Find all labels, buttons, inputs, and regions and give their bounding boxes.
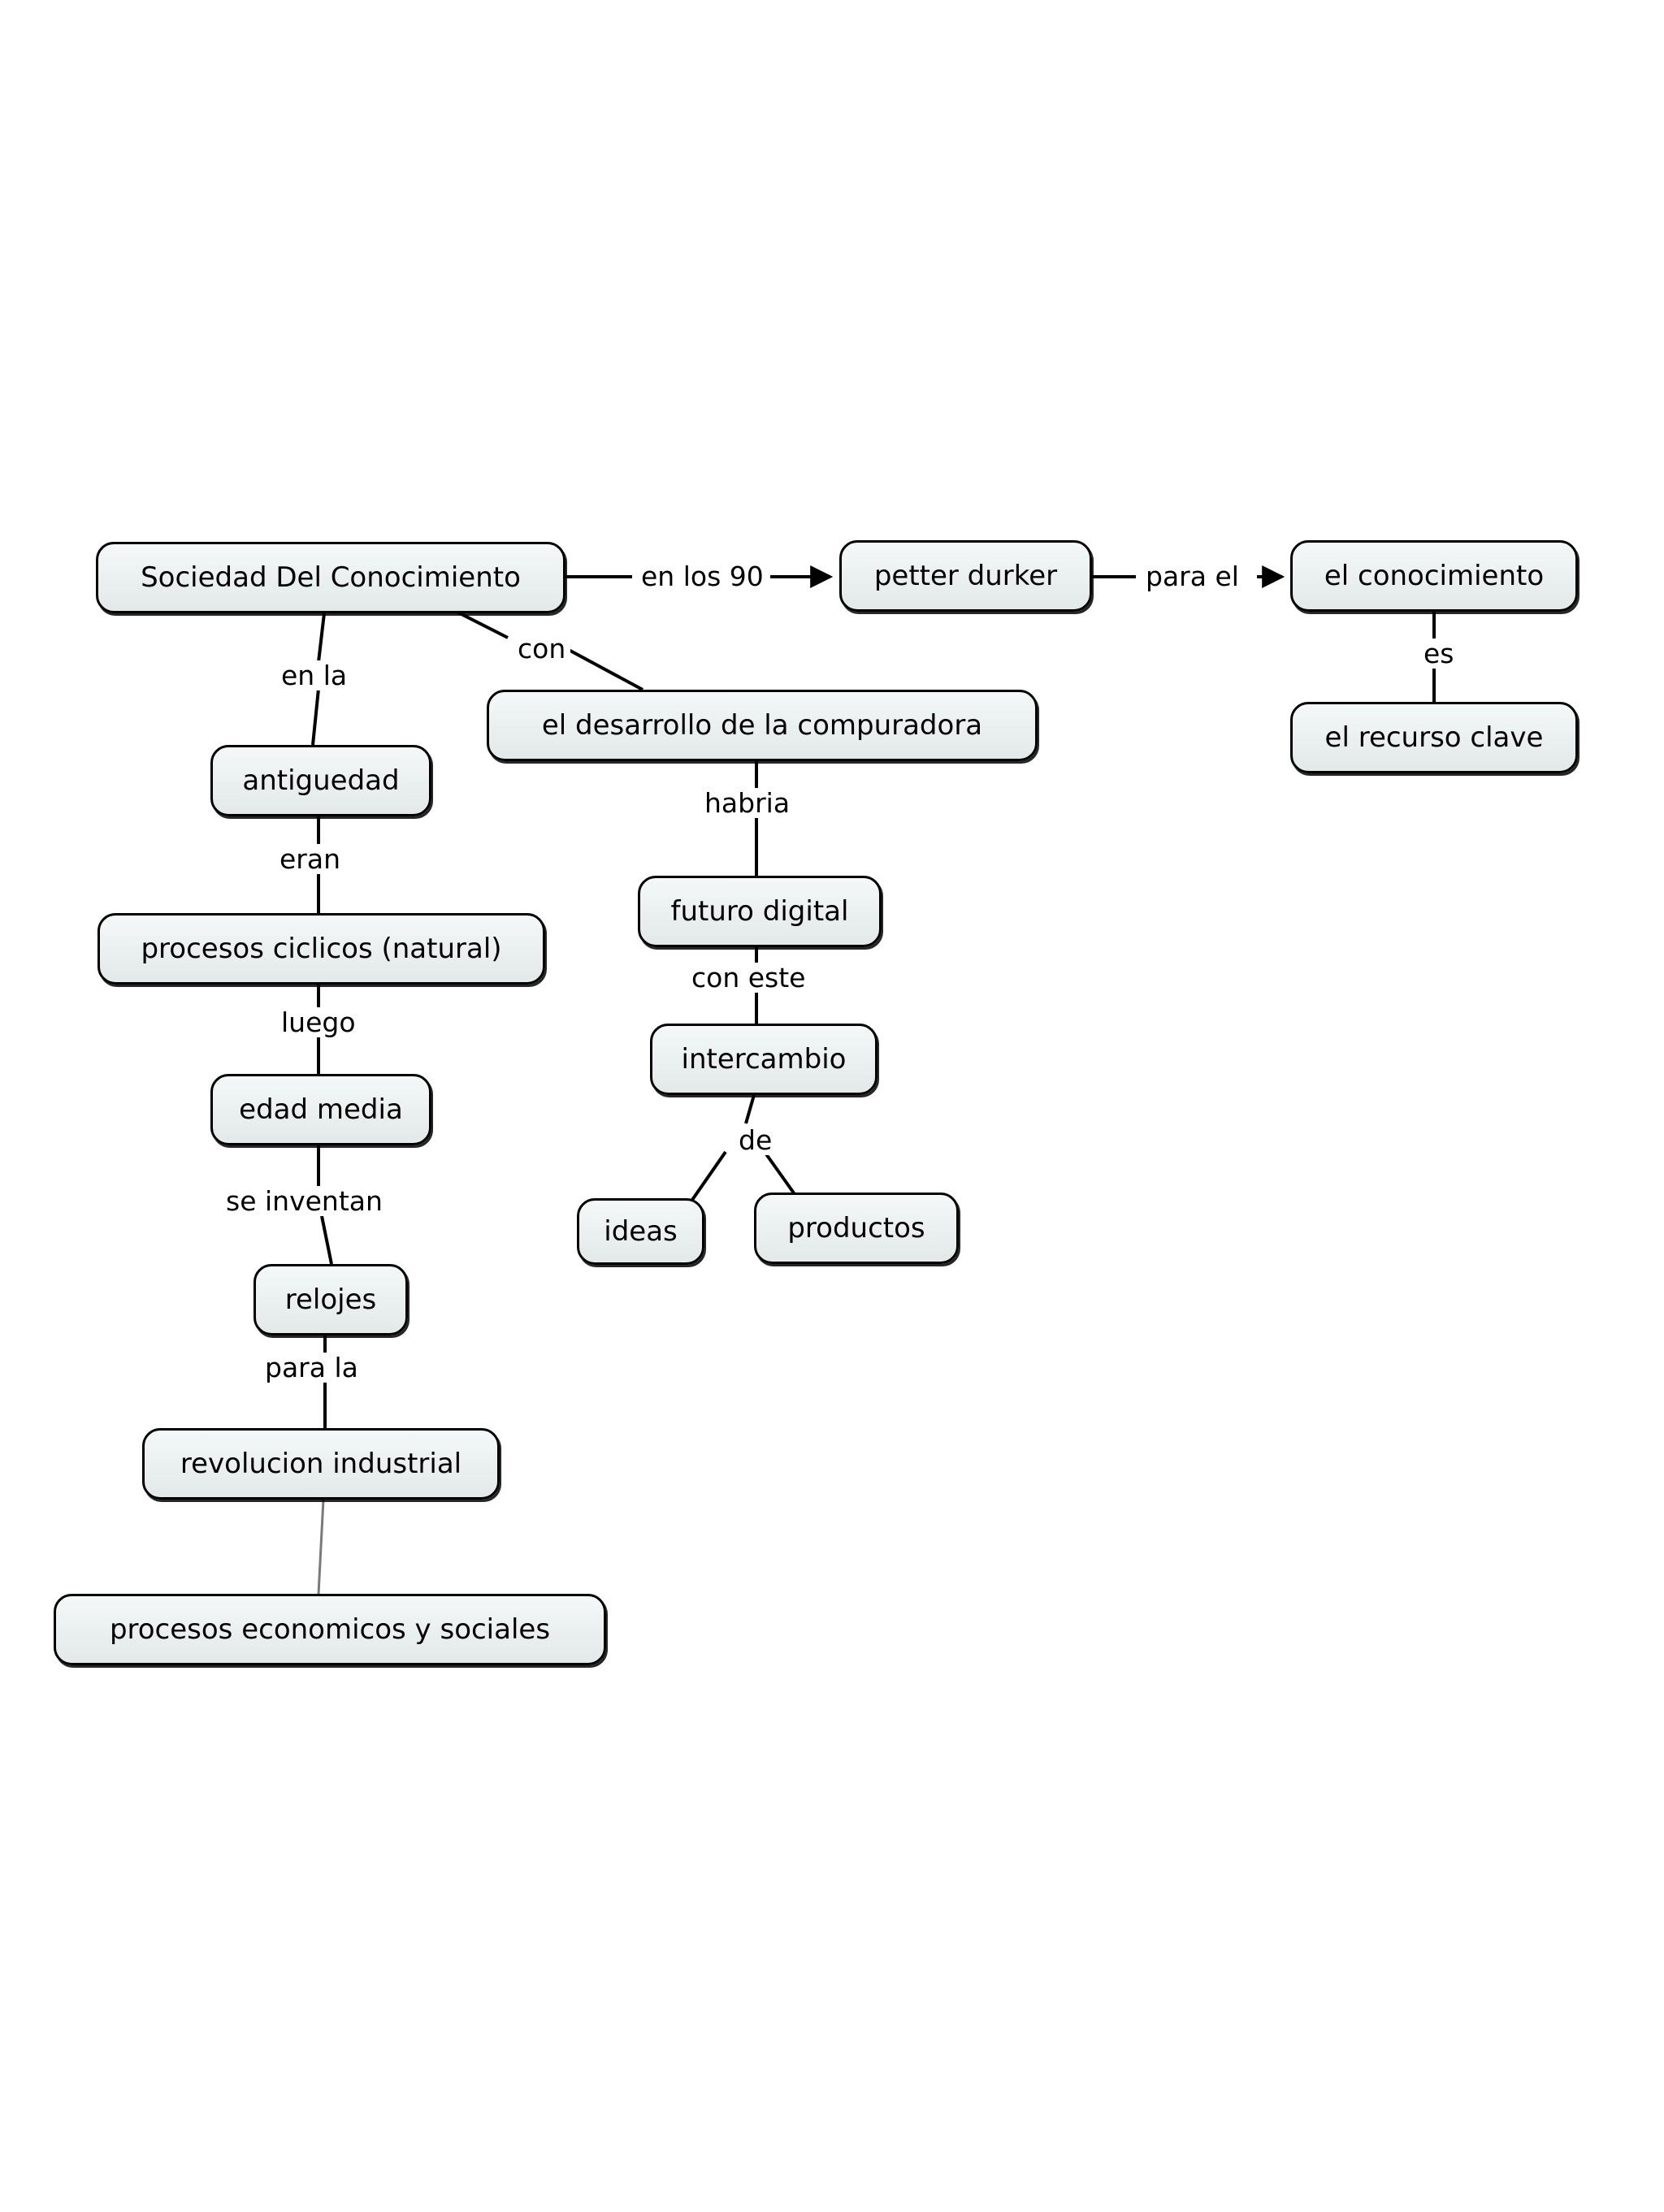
edge-label-para-la: para la [260, 1353, 363, 1383]
edge-sociedad-antiguedad-b [311, 688, 320, 746]
edge-label-se-inventan: se inventan [221, 1186, 388, 1216]
edge-sociedad-antiguedad-a [317, 613, 326, 663]
node-procesos-ciclicos-natural[interactable]: procesos ciclicos (natural) [98, 913, 545, 985]
node-productos[interactable]: productos [754, 1193, 959, 1264]
edge-label-luego: luego [276, 1007, 361, 1037]
node-label: el recurso clave [1324, 721, 1544, 754]
edge-label-habria: habria [700, 788, 795, 818]
node-procesos-economicos-y-sociales[interactable]: procesos economicos y sociales [54, 1594, 606, 1665]
node-label: el conocimiento [1324, 560, 1545, 592]
node-label: antiguedad [242, 764, 400, 797]
node-label: relojes [284, 1283, 377, 1316]
node-label: ideas [604, 1215, 678, 1248]
node-label: productos [787, 1212, 925, 1245]
edge-de-productos [763, 1150, 796, 1196]
node-el-desarrollo-de-la-compuradora[interactable]: el desarrollo de la compuradora [487, 690, 1038, 761]
node-sociedad-del-conocimiento[interactable]: Sociedad Del Conocimiento [96, 542, 566, 613]
node-el-conocimiento[interactable]: el conocimiento [1290, 540, 1578, 612]
node-label: procesos ciclicos (natural) [141, 933, 502, 965]
node-antiguedad[interactable]: antiguedad [210, 745, 431, 816]
edge-revolucion-economicos [317, 1499, 325, 1595]
node-futuro-digital[interactable]: futuro digital [638, 876, 882, 947]
node-edad-media[interactable]: edad media [210, 1074, 431, 1145]
edge-intercambio-de [744, 1094, 756, 1124]
node-ideas[interactable]: ideas [577, 1198, 704, 1265]
node-label: petter durker [873, 560, 1058, 592]
node-label: el desarrollo de la compuradora [541, 709, 983, 742]
node-label: procesos economicos y sociales [109, 1613, 551, 1646]
edge-label-en-la: en la [276, 660, 353, 690]
edge-label-para-el: para el [1141, 561, 1244, 591]
node-petter-durker[interactable]: petter durker [839, 540, 1092, 612]
edge-label-con: con [513, 634, 571, 664]
node-revolucion-industrial[interactable]: revolucion industrial [142, 1428, 500, 1500]
node-label: Sociedad Del Conocimiento [141, 561, 521, 594]
edge-label-de: de [734, 1125, 778, 1155]
edge-edadmedia-relojes-b [320, 1215, 333, 1265]
edge-label-eran: eran [275, 844, 346, 874]
node-el-recurso-clave[interactable]: el recurso clave [1290, 702, 1578, 773]
node-relojes[interactable]: relojes [254, 1264, 408, 1335]
node-label: intercambio [681, 1043, 847, 1076]
node-label: edad media [239, 1093, 403, 1126]
node-intercambio[interactable]: intercambio [650, 1024, 878, 1095]
edge-de-ideas [691, 1150, 727, 1201]
edge-sociedad-desarrollo-a [454, 609, 509, 639]
edge-sociedad-desarrollo-b [568, 648, 644, 691]
edge-label-en-los-90: en los 90 [636, 561, 769, 591]
node-label: revolucion industrial [180, 1448, 462, 1480]
edge-label-es: es [1419, 638, 1459, 669]
edge-label-con-este: con este [687, 963, 811, 993]
node-label: futuro digital [670, 895, 849, 928]
